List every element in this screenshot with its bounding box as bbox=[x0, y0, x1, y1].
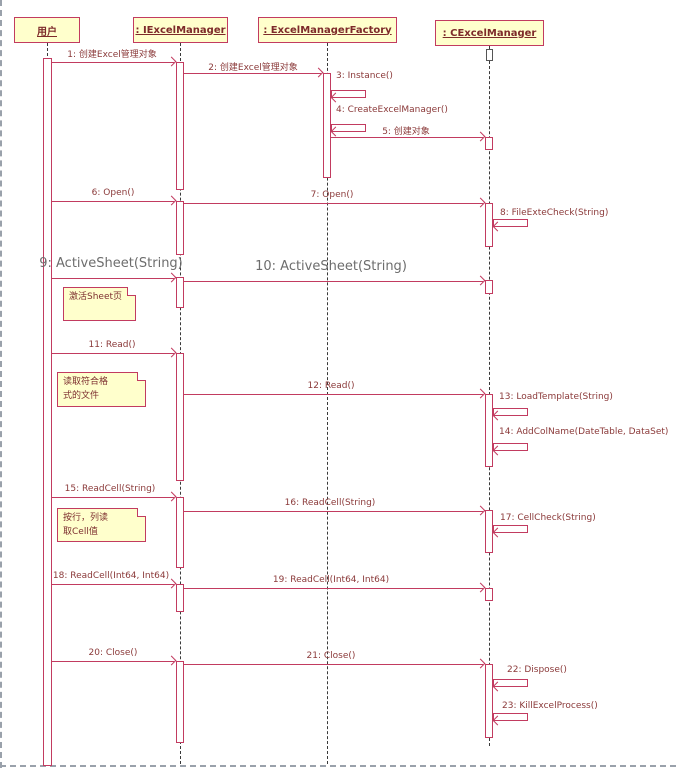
message-line bbox=[184, 511, 483, 512]
self-message-label: 17: CellCheck(String) bbox=[500, 513, 596, 523]
object-box-user: 用户 bbox=[14, 17, 80, 43]
self-message-bar bbox=[493, 679, 528, 687]
activation-bar-iexcelmanager bbox=[176, 497, 184, 568]
note: 激活Sheet页 bbox=[63, 287, 136, 321]
message-line bbox=[184, 664, 483, 665]
arrowhead-right-icon bbox=[475, 388, 486, 399]
message-label: 6: Open() bbox=[91, 188, 135, 198]
message-label: 7: Open() bbox=[310, 190, 354, 200]
self-message-bar bbox=[493, 408, 528, 416]
activation-bar-iexcelmanager bbox=[176, 584, 184, 612]
self-message-bar bbox=[493, 713, 528, 721]
note-text: 按行，列读 取Cell值 bbox=[63, 513, 109, 537]
self-message-bar bbox=[493, 443, 528, 451]
message-line bbox=[184, 588, 483, 589]
self-message-label: 23: KillExcelProcess() bbox=[502, 701, 598, 711]
self-message-label: 14: AddColName(DateTable, DataSet) bbox=[499, 427, 669, 437]
message-label: 21: Close() bbox=[306, 651, 356, 661]
activation-bar-cexcelmanager bbox=[485, 588, 493, 601]
message-line bbox=[184, 394, 483, 395]
object-label-user: 用户 bbox=[37, 26, 57, 38]
activation-bar-iexcelmanager bbox=[176, 201, 184, 255]
message-label: 16: ReadCell(String) bbox=[284, 498, 376, 508]
arrowhead-right-icon bbox=[475, 275, 486, 286]
arrowhead-right-icon bbox=[166, 272, 177, 283]
message-line bbox=[52, 278, 174, 279]
object-label-excelmanagerfactory: : ExcelManagerFactory bbox=[263, 24, 392, 36]
self-message-bar bbox=[493, 219, 528, 227]
self-message-label: 4: CreateExcelManager() bbox=[336, 105, 448, 115]
arrowhead-right-icon bbox=[475, 197, 486, 208]
selection-border-bottom bbox=[0, 765, 676, 767]
message-line bbox=[52, 584, 174, 585]
message-label: 11: Read() bbox=[88, 340, 136, 350]
self-message-label: 22: Dispose() bbox=[507, 665, 567, 675]
note-text: 读取符合格 式的文件 bbox=[63, 377, 109, 401]
object-box-iexcelmanager: : IExcelManager bbox=[133, 17, 228, 43]
message-line bbox=[52, 353, 174, 354]
message-label: 2: 创建Excel管理对象 bbox=[208, 63, 298, 73]
self-message-bar bbox=[331, 124, 366, 132]
message-line bbox=[52, 497, 174, 498]
message-line bbox=[52, 661, 174, 662]
message-line bbox=[52, 62, 174, 63]
self-message-label: 3: Instance() bbox=[336, 71, 393, 81]
object-label-iexcelmanager: : IExcelManager bbox=[135, 24, 226, 36]
lifeline-excelmanagerfactory bbox=[327, 43, 328, 764]
activation-bar-user bbox=[43, 58, 52, 766]
message-line bbox=[52, 201, 174, 202]
object-box-cexcelmanager: : CExcelManager bbox=[435, 20, 544, 46]
message-label: 19: ReadCell(Int64, Int64) bbox=[272, 575, 390, 585]
note-fold-icon bbox=[137, 508, 146, 517]
selection-border-left bbox=[0, 0, 2, 768]
activation-bar-cexcelmanager bbox=[485, 137, 493, 150]
activation-bar-cexcelmanager bbox=[486, 49, 493, 61]
message-label: 5: 创建对象 bbox=[382, 127, 430, 137]
note-text: 激活Sheet页 bbox=[69, 292, 123, 302]
object-label-cexcelmanager: : CExcelManager bbox=[442, 27, 537, 39]
self-message-bar bbox=[331, 90, 366, 98]
activation-bar-iexcelmanager bbox=[176, 62, 184, 190]
activation-bar-iexcelmanager bbox=[176, 277, 184, 308]
activation-bar-iexcelmanager bbox=[176, 661, 184, 743]
self-message-bar bbox=[493, 525, 528, 533]
message-label: 15: ReadCell(String) bbox=[64, 484, 156, 494]
arrowhead-right-icon bbox=[475, 658, 486, 669]
activation-bar-cexcelmanager bbox=[485, 394, 493, 467]
activation-bar-cexcelmanager bbox=[485, 203, 493, 247]
note-fold-icon bbox=[137, 372, 146, 381]
message-label: 9: ActiveSheet(String) bbox=[39, 256, 183, 271]
note: 按行，列读 取Cell值 bbox=[57, 508, 146, 542]
message-label: 1: 创建Excel管理对象 bbox=[67, 50, 157, 60]
message-line bbox=[184, 203, 483, 204]
note-fold-icon bbox=[127, 287, 136, 296]
arrowhead-right-icon bbox=[475, 582, 486, 593]
self-message-label: 8: FileExteCheck(String) bbox=[500, 208, 609, 218]
message-line bbox=[184, 281, 483, 282]
message-line bbox=[184, 73, 321, 74]
object-box-excelmanagerfactory: : ExcelManagerFactory bbox=[258, 17, 397, 43]
arrowhead-right-icon bbox=[475, 505, 486, 516]
activation-bar-cexcelmanager bbox=[485, 664, 493, 738]
activation-bar-excelmanagerfactory bbox=[323, 73, 331, 178]
activation-bar-cexcelmanager bbox=[485, 280, 493, 294]
message-label: 10: ActiveSheet(String) bbox=[255, 259, 407, 274]
message-line bbox=[331, 137, 483, 138]
activation-bar-iexcelmanager bbox=[176, 353, 184, 481]
message-label: 18: ReadCell(Int64, Int64) bbox=[52, 571, 170, 581]
note: 读取符合格 式的文件 bbox=[57, 372, 146, 407]
message-label: 20: Close() bbox=[88, 648, 138, 658]
self-message-label: 13: LoadTemplate(String) bbox=[499, 392, 613, 402]
message-label: 12: Read() bbox=[307, 381, 355, 391]
activation-bar-cexcelmanager bbox=[485, 510, 493, 553]
